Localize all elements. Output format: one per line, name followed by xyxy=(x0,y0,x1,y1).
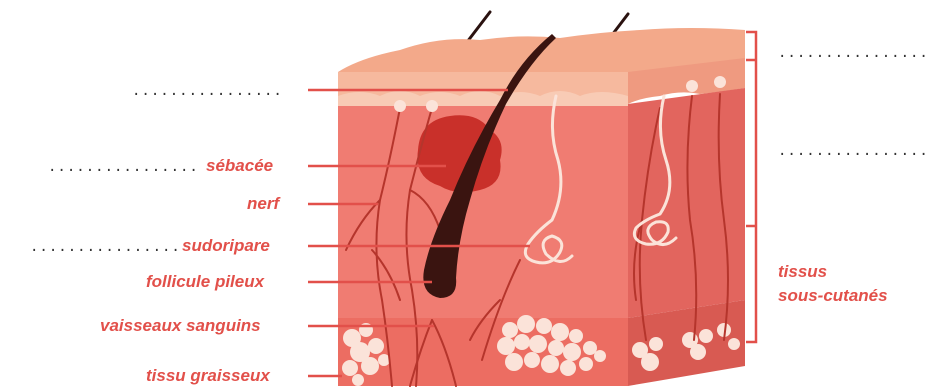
blank-label-sudoripare-prefix: ................ xyxy=(30,240,181,254)
blank-label-epidermis-left: ................ xyxy=(132,84,283,98)
label-tissu-graisseux: tissu graisseux xyxy=(146,367,270,384)
label-tissus: tissus xyxy=(778,263,827,280)
label-sous-cutanes: sous-cutanés xyxy=(778,287,888,304)
label-nerf: nerf xyxy=(247,195,279,212)
blank-label-right-dermis: ................ xyxy=(778,144,929,158)
label-sebacee: sébacée xyxy=(206,157,273,174)
label-sudoripare: sudoripare xyxy=(182,237,270,254)
blank-label-right-epidermis: ................ xyxy=(778,46,929,60)
blank-label-gland-prefix: ................ xyxy=(48,160,199,174)
layer-bracket xyxy=(746,32,756,342)
label-vaisseaux-sanguins: vaisseaux sanguins xyxy=(100,317,261,334)
label-follicule-pileux: follicule pileux xyxy=(146,273,264,290)
